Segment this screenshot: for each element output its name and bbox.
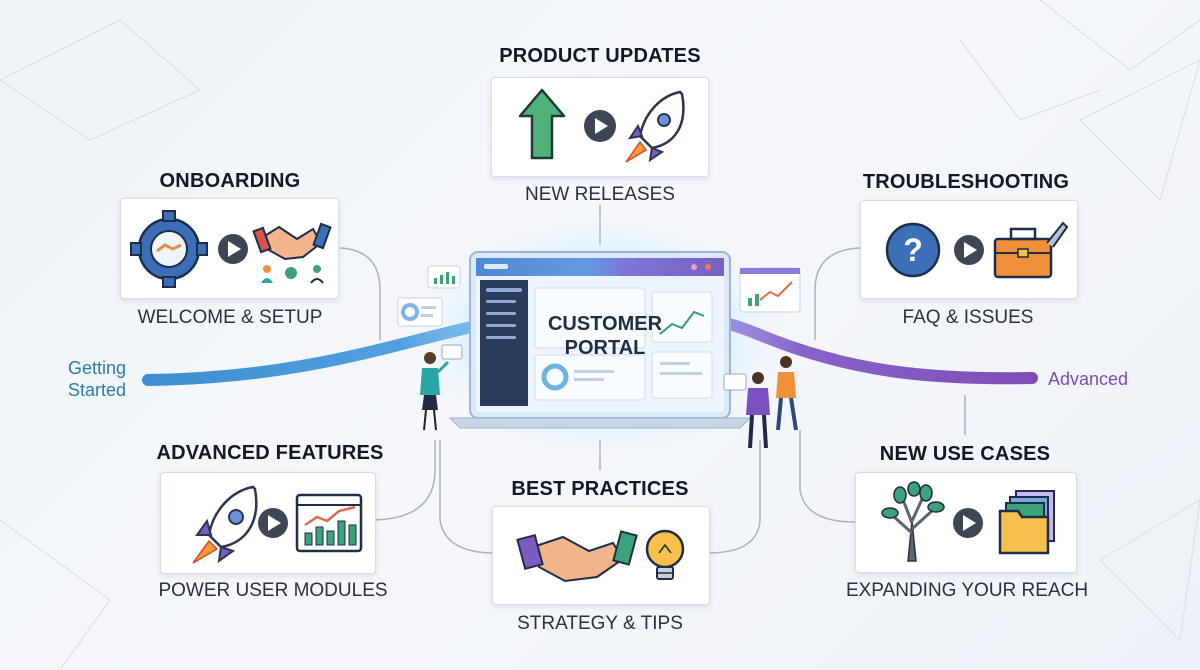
best-practices-card[interactable]	[492, 506, 710, 605]
onboarding-card[interactable]	[120, 198, 339, 299]
best-practices-caption: STRATEGY & TIPS	[517, 613, 683, 634]
play-icon	[218, 234, 248, 264]
handshake-icon	[516, 530, 638, 583]
advanced-features-caption: POWER USER MODULES	[158, 580, 388, 601]
arrow-up-icon	[518, 88, 566, 160]
best-practices-title: BEST PRACTICES	[511, 478, 689, 500]
play-icon	[584, 110, 616, 142]
analytics-chart-icon	[295, 493, 363, 553]
toolbox-icon	[993, 221, 1069, 279]
axis-end-label: Advanced	[1048, 369, 1129, 389]
tree-icon	[881, 481, 945, 562]
axis-start-label: Getting Started	[68, 358, 127, 400]
troubleshooting-card[interactable]: ?	[860, 200, 1078, 299]
person-left-icon	[420, 344, 463, 431]
product-updates-card[interactable]	[491, 77, 709, 177]
portal-title: CUSTOMER PORTAL	[547, 313, 663, 359]
onboarding-title: ONBOARDING	[159, 170, 301, 192]
advanced-features-title: ADVANCED FEATURES	[156, 442, 384, 464]
play-icon	[258, 508, 288, 538]
handshake-icon	[252, 222, 332, 261]
lightbulb-icon	[645, 529, 685, 580]
new-use-cases-card[interactable]	[855, 472, 1077, 573]
new-use-cases-title: NEW USE CASES	[879, 443, 1051, 465]
product-updates-caption: NEW RELEASES	[525, 184, 675, 205]
play-icon	[954, 235, 984, 265]
new-use-cases-caption: EXPANDING YOUR REACH	[845, 580, 1089, 601]
troubleshooting-caption: FAQ & ISSUES	[902, 307, 1034, 328]
gear-handshake-icon	[130, 210, 208, 288]
person-right-icon	[723, 356, 798, 449]
team-icon	[261, 265, 324, 284]
play-icon	[953, 508, 983, 538]
advanced-features-card[interactable]	[160, 472, 376, 574]
svg-text:?: ?	[903, 232, 923, 268]
question-icon: ?	[885, 222, 941, 278]
troubleshooting-title: TROUBLESHOOTING	[862, 171, 1070, 193]
onboarding-caption: WELCOME & SETUP	[137, 307, 323, 328]
rocket-icon	[625, 90, 685, 163]
rocket-icon	[192, 485, 258, 564]
folder-stack-icon	[998, 490, 1055, 555]
product-updates-title: PRODUCT UPDATES	[499, 45, 701, 67]
